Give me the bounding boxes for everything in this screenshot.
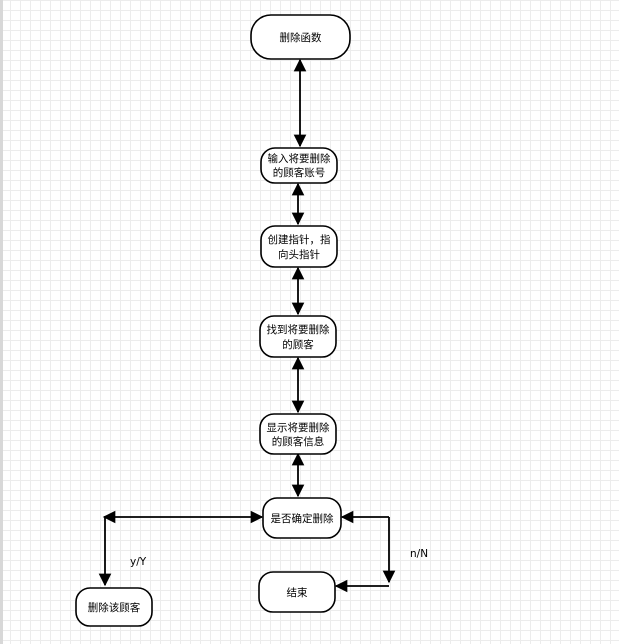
svg-text:的顾客: 的顾客 — [282, 338, 314, 351]
svg-text:删除函数: 删除函数 — [280, 31, 322, 44]
canvas-left-border — [0, 0, 3, 644]
svg-text:输入将要删除: 输入将要删除 — [268, 152, 331, 165]
svg-text:的顾客账号: 的顾客账号 — [273, 166, 326, 179]
node-confirm-delete: 是否确定删除 — [262, 497, 342, 539]
svg-text:删除该顾客: 删除该顾客 — [88, 601, 141, 614]
svg-text:的顾客信息: 的顾客信息 — [272, 435, 325, 448]
svg-text:找到将要删除: 找到将要删除 — [267, 323, 330, 336]
svg-text:是否确定删除: 是否确定删除 — [271, 512, 334, 525]
node-find-customer: 找到将要删除 的顾客 — [259, 315, 337, 358]
node-input-account: 输入将要删除 的顾客账号 — [260, 147, 338, 184]
svg-text:显示将要删除: 显示将要删除 — [267, 421, 330, 434]
svg-text:向头指针: 向头指针 — [278, 248, 320, 261]
node-create-pointer: 创建指针，指 向头指针 — [260, 225, 338, 268]
node-show-info: 显示将要删除 的顾客信息 — [259, 413, 337, 455]
edge-label-no: n/N — [410, 548, 428, 560]
svg-text:创建指针，指: 创建指针，指 — [268, 233, 331, 246]
node-delete-function: 删除函数 — [250, 14, 351, 60]
edge-label-yes: y/Y — [130, 556, 147, 568]
node-delete-customer: 删除该顾客 — [75, 587, 153, 627]
node-end: 结束 — [258, 571, 336, 613]
svg-text:结束: 结束 — [287, 586, 308, 599]
